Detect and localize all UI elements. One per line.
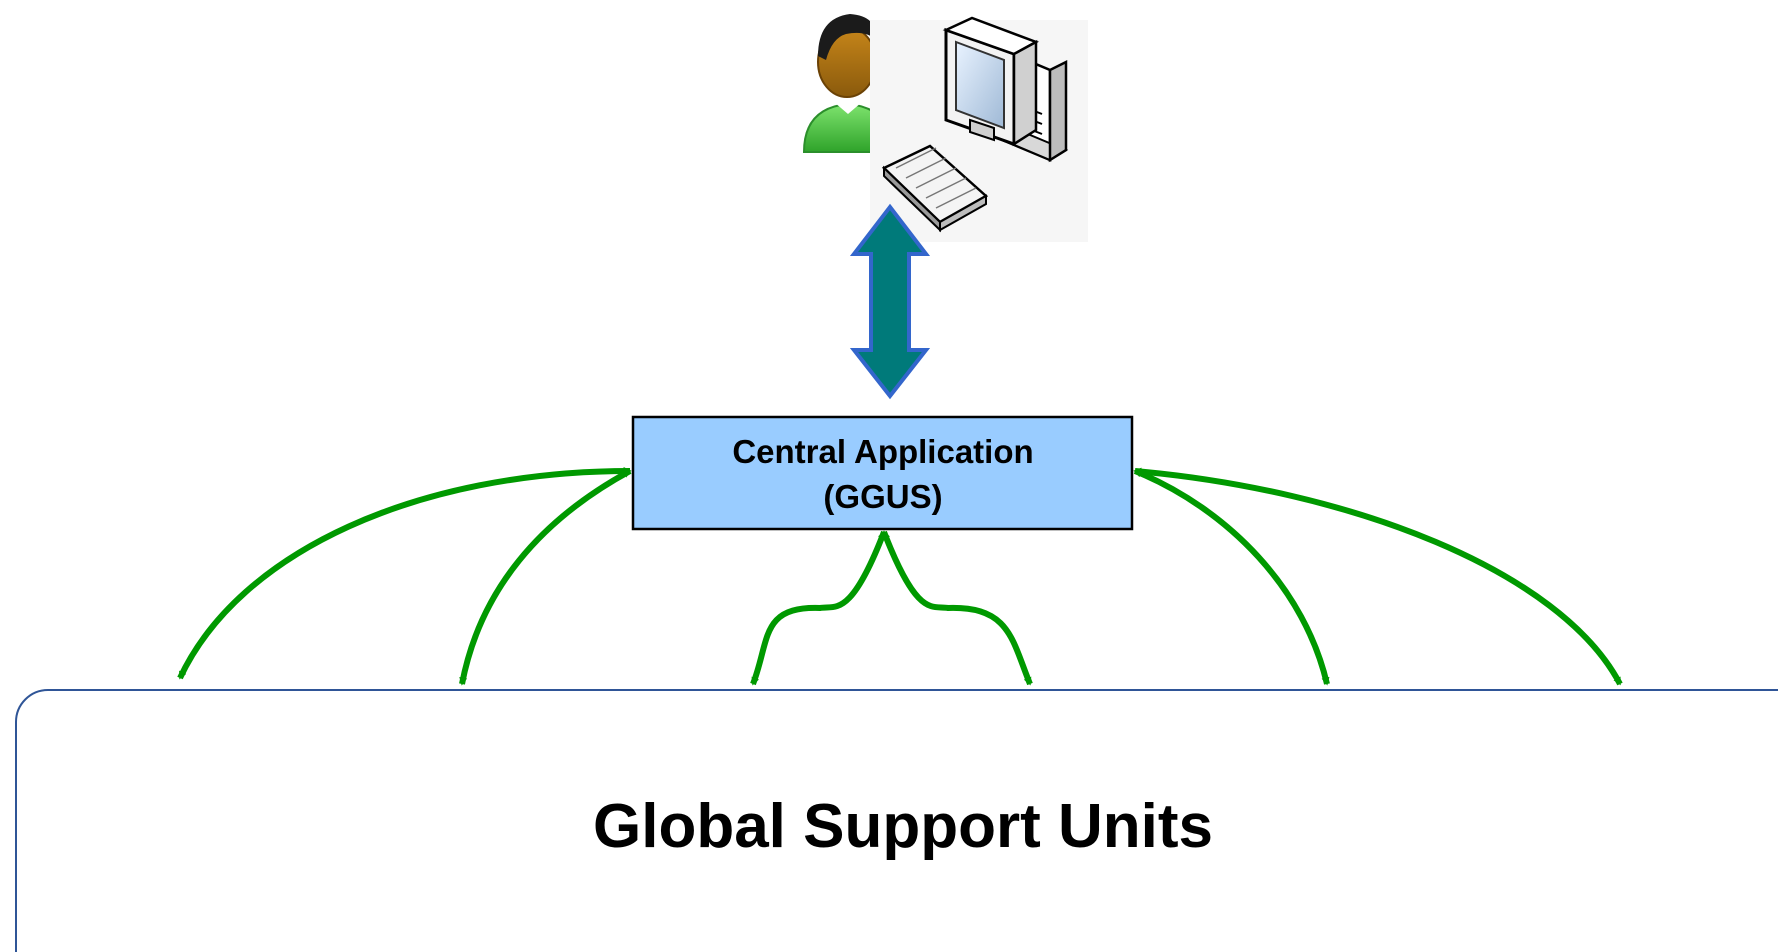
connector-arrow	[750, 530, 887, 686]
vertical-double-arrow	[849, 203, 931, 400]
global-support-units-label: Global Support Units	[593, 792, 1213, 861]
connector-arrow	[459, 468, 632, 686]
computer-icon	[870, 16, 1088, 242]
connector-arrows	[177, 467, 1623, 686]
connector-arrow	[177, 467, 632, 680]
connector-arrow	[1133, 468, 1330, 686]
central-application-label-line2: (GGUS)	[823, 478, 942, 515]
connector-arrow	[881, 530, 1033, 686]
global-support-units-box: Global Support Units	[15, 689, 1778, 952]
central-application-box: Central Application (GGUS)	[631, 415, 1134, 531]
connector-arrow	[1133, 467, 1623, 686]
central-application-label-line1: Central Application	[732, 433, 1033, 470]
